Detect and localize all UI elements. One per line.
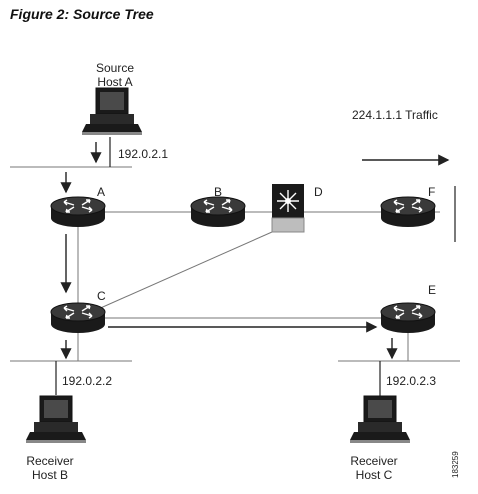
host-a-line2: Host A: [97, 75, 132, 89]
multilayer-switch-icon: [271, 184, 305, 233]
router-icon-f: [380, 196, 436, 228]
router-icon-e: [380, 302, 436, 334]
figure-id: 183259: [451, 451, 460, 478]
node-label-e: E: [428, 283, 436, 297]
figure-caption: Figure 2: Source Tree: [10, 6, 154, 22]
host-c-line1: Receiver: [350, 454, 397, 468]
node-label-f: F: [428, 185, 435, 199]
host-b-line2: Host B: [32, 468, 68, 482]
traffic-label: 224.1.1.1 Traffic: [352, 108, 438, 122]
link-c-d: [77, 231, 273, 319]
node-label-c: C: [97, 289, 106, 303]
router-icon-c: [50, 302, 106, 334]
host-c-ip: 192.0.2.3: [386, 374, 436, 388]
router-icon-b: [190, 196, 246, 228]
node-label-d: D: [314, 185, 323, 199]
host-c-line2: Host C: [356, 468, 393, 482]
workstation-icon-host-c: [349, 395, 411, 444]
workstation-icon-host-b: [25, 395, 87, 444]
workstation-icon-host-a: [81, 87, 143, 136]
host-b-ip: 192.0.2.2: [62, 374, 112, 388]
host-b-line1: Receiver: [26, 454, 73, 468]
node-label-a: A: [97, 185, 105, 199]
node-label-b: B: [214, 185, 222, 199]
router-icon-a: [50, 196, 106, 228]
host-a-ip: 192.0.2.1: [118, 147, 168, 161]
host-a-line1: Source: [96, 61, 134, 75]
